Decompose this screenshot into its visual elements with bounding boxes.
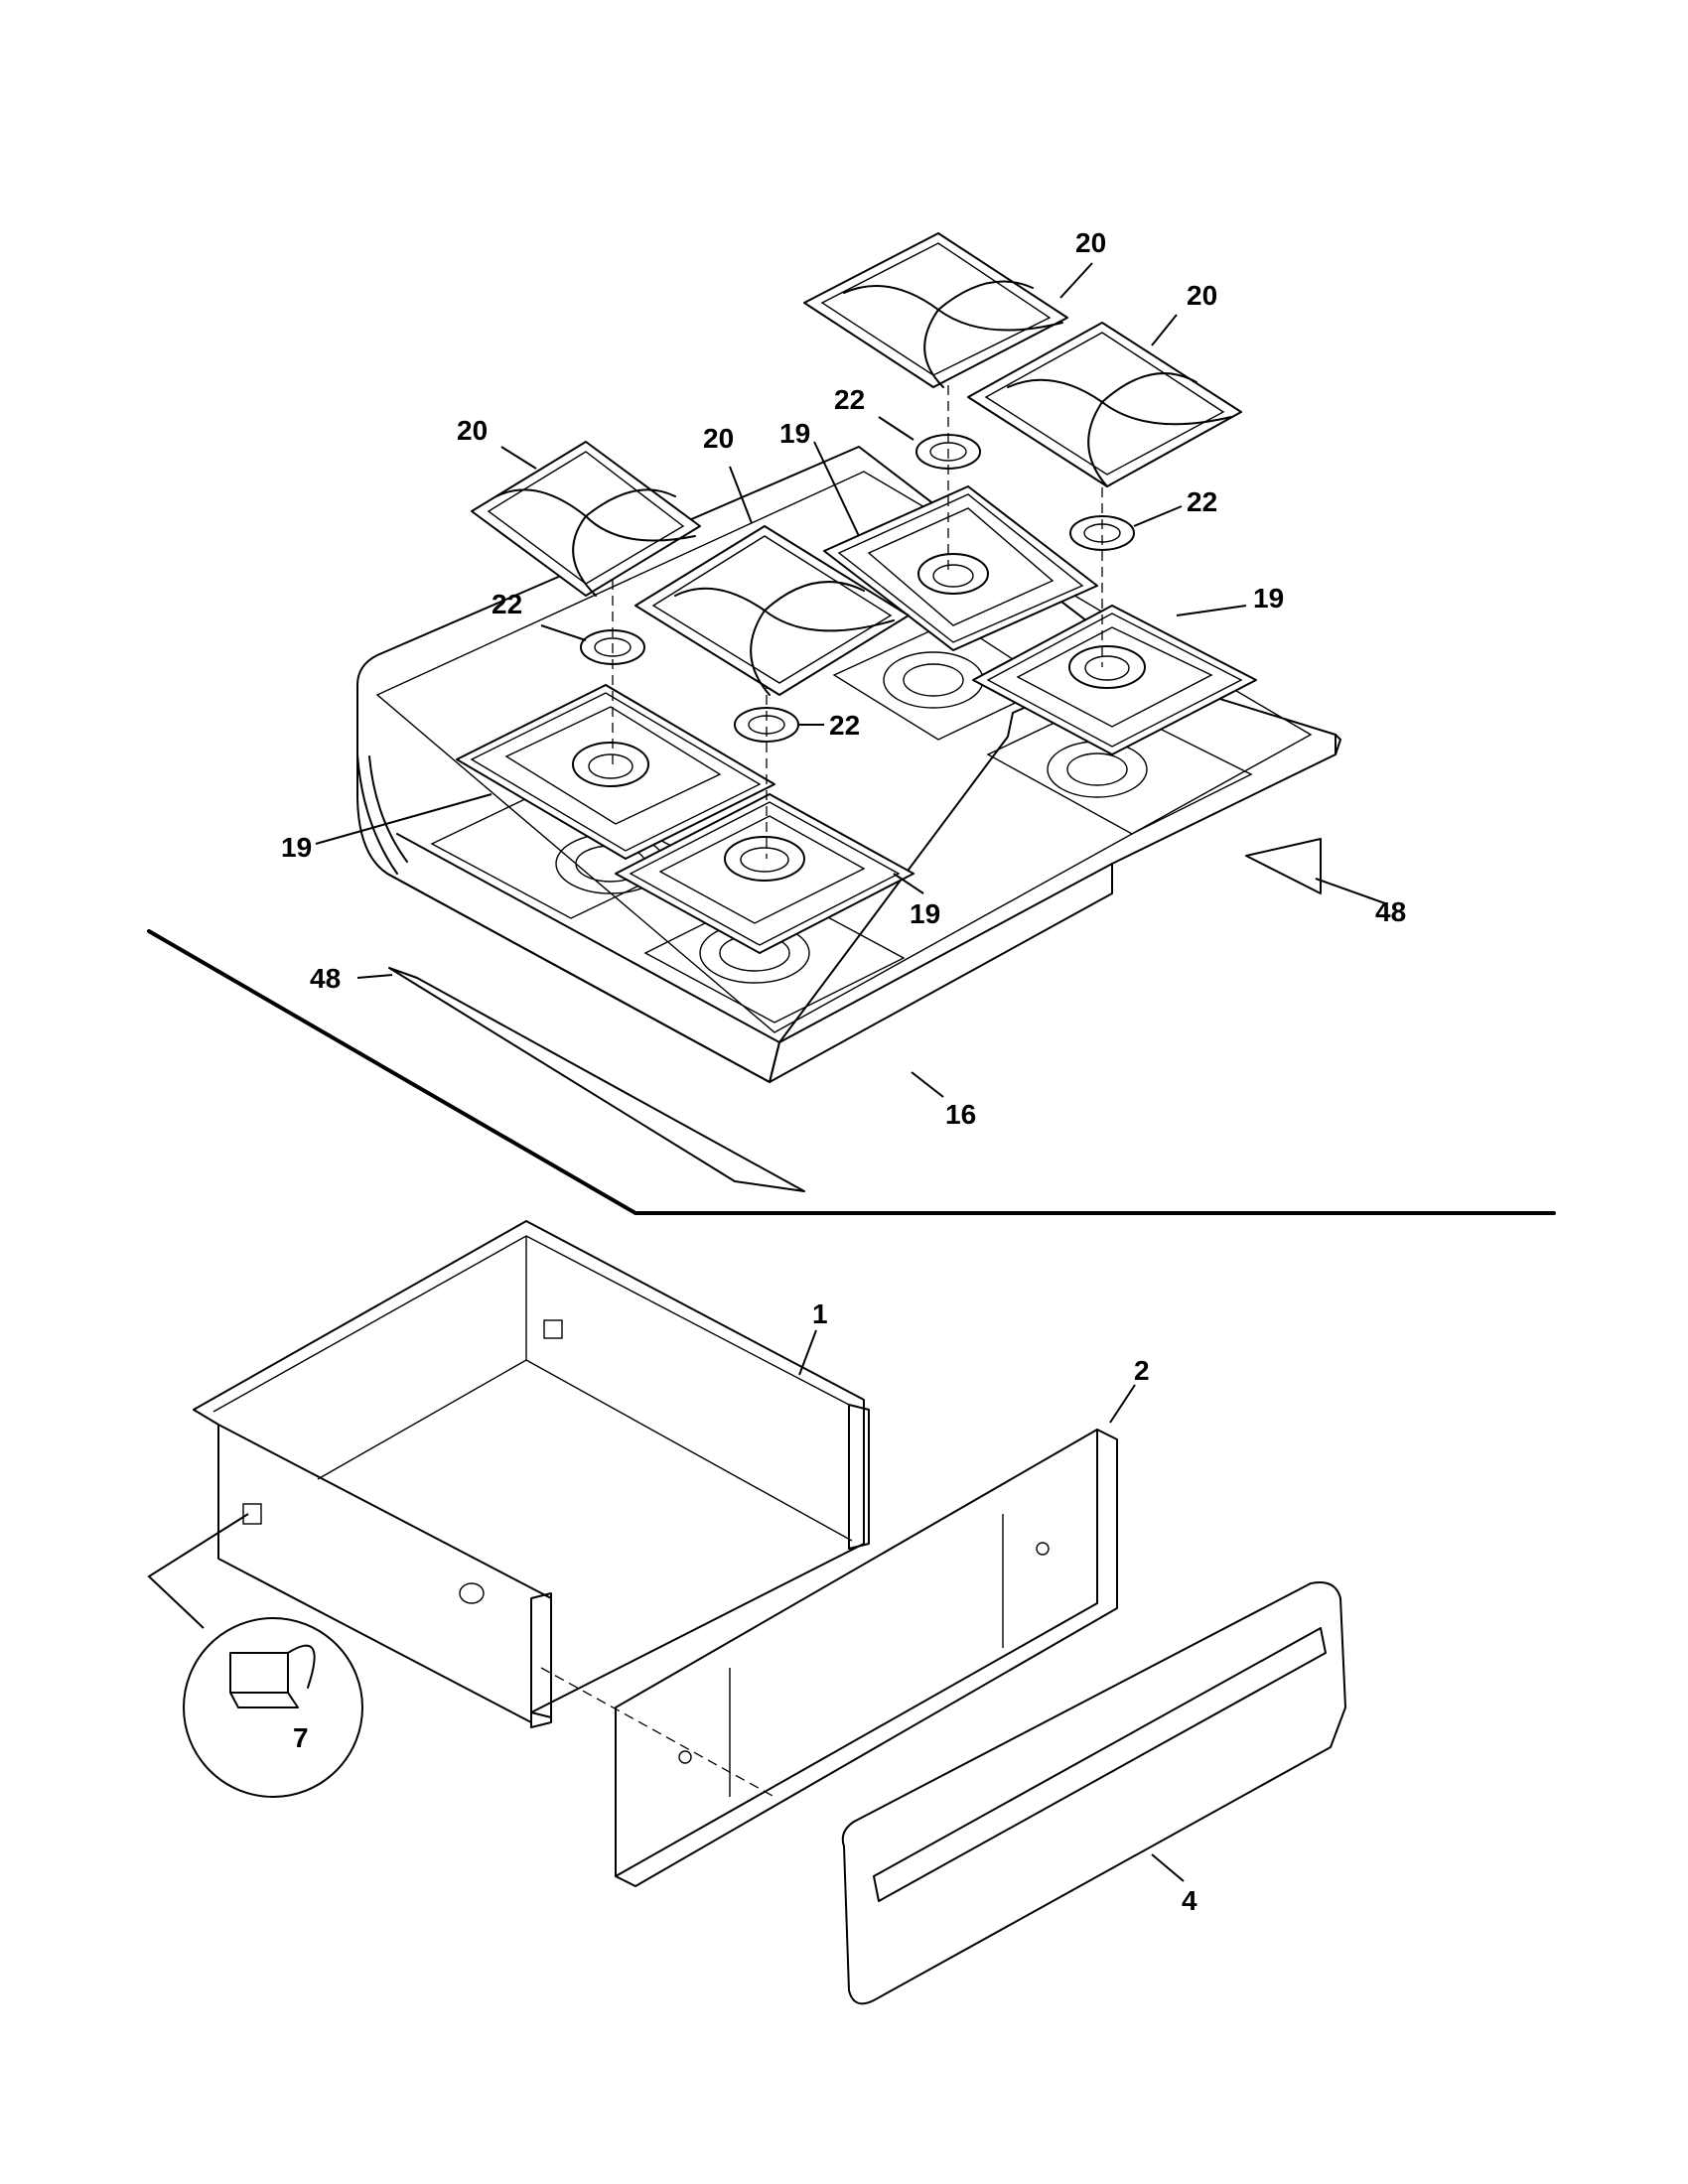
grate-left-front	[634, 525, 910, 696]
callout-19: 19	[1253, 583, 1284, 614]
callout-20: 20	[1075, 227, 1106, 258]
drawer-body	[193, 1220, 870, 1728]
callout-22: 22	[829, 710, 860, 741]
section-divider	[147, 929, 1556, 1215]
burner-pan-left-rear	[456, 684, 775, 860]
drawer-outer-front	[841, 1581, 1346, 2005]
callout-19: 19	[910, 898, 940, 929]
drawer-front-panel	[615, 1429, 1118, 1887]
callout-22: 22	[492, 589, 522, 619]
callout-20: 20	[1187, 280, 1217, 311]
grate-right-front	[967, 322, 1242, 487]
callout-20: 20	[703, 423, 734, 454]
callout-19: 19	[779, 418, 810, 449]
grate-right-rear	[803, 232, 1068, 388]
callout-2: 2	[1134, 1355, 1150, 1386]
callout-22: 22	[1187, 486, 1217, 517]
detail-circle	[147, 1513, 363, 1798]
callout-7: 7	[293, 1722, 309, 1753]
burner-pan-right-front	[972, 605, 1257, 755]
burner-pan-left-front	[615, 793, 914, 954]
callout-48: 48	[1375, 896, 1406, 927]
leader-lines	[315, 262, 1386, 1882]
callout-22: 22	[834, 384, 865, 415]
callout-20: 20	[457, 415, 488, 446]
trim-strip-left	[388, 967, 805, 1192]
callout-19: 19	[281, 832, 312, 863]
callout-48: 48	[310, 963, 341, 994]
trim-strip-right	[1245, 838, 1322, 894]
grate-left-rear	[471, 441, 701, 597]
drawer-alignment-line	[540, 1667, 775, 1798]
callout-4: 4	[1182, 1885, 1197, 1916]
callout-labels: 20 20 20 20 22 22 22 22 19 19 19 19 48 4…	[281, 227, 1406, 1916]
burner-pan-right-rear	[823, 485, 1098, 651]
callout-16: 16	[945, 1099, 976, 1130]
callout-1: 1	[812, 1298, 828, 1329]
